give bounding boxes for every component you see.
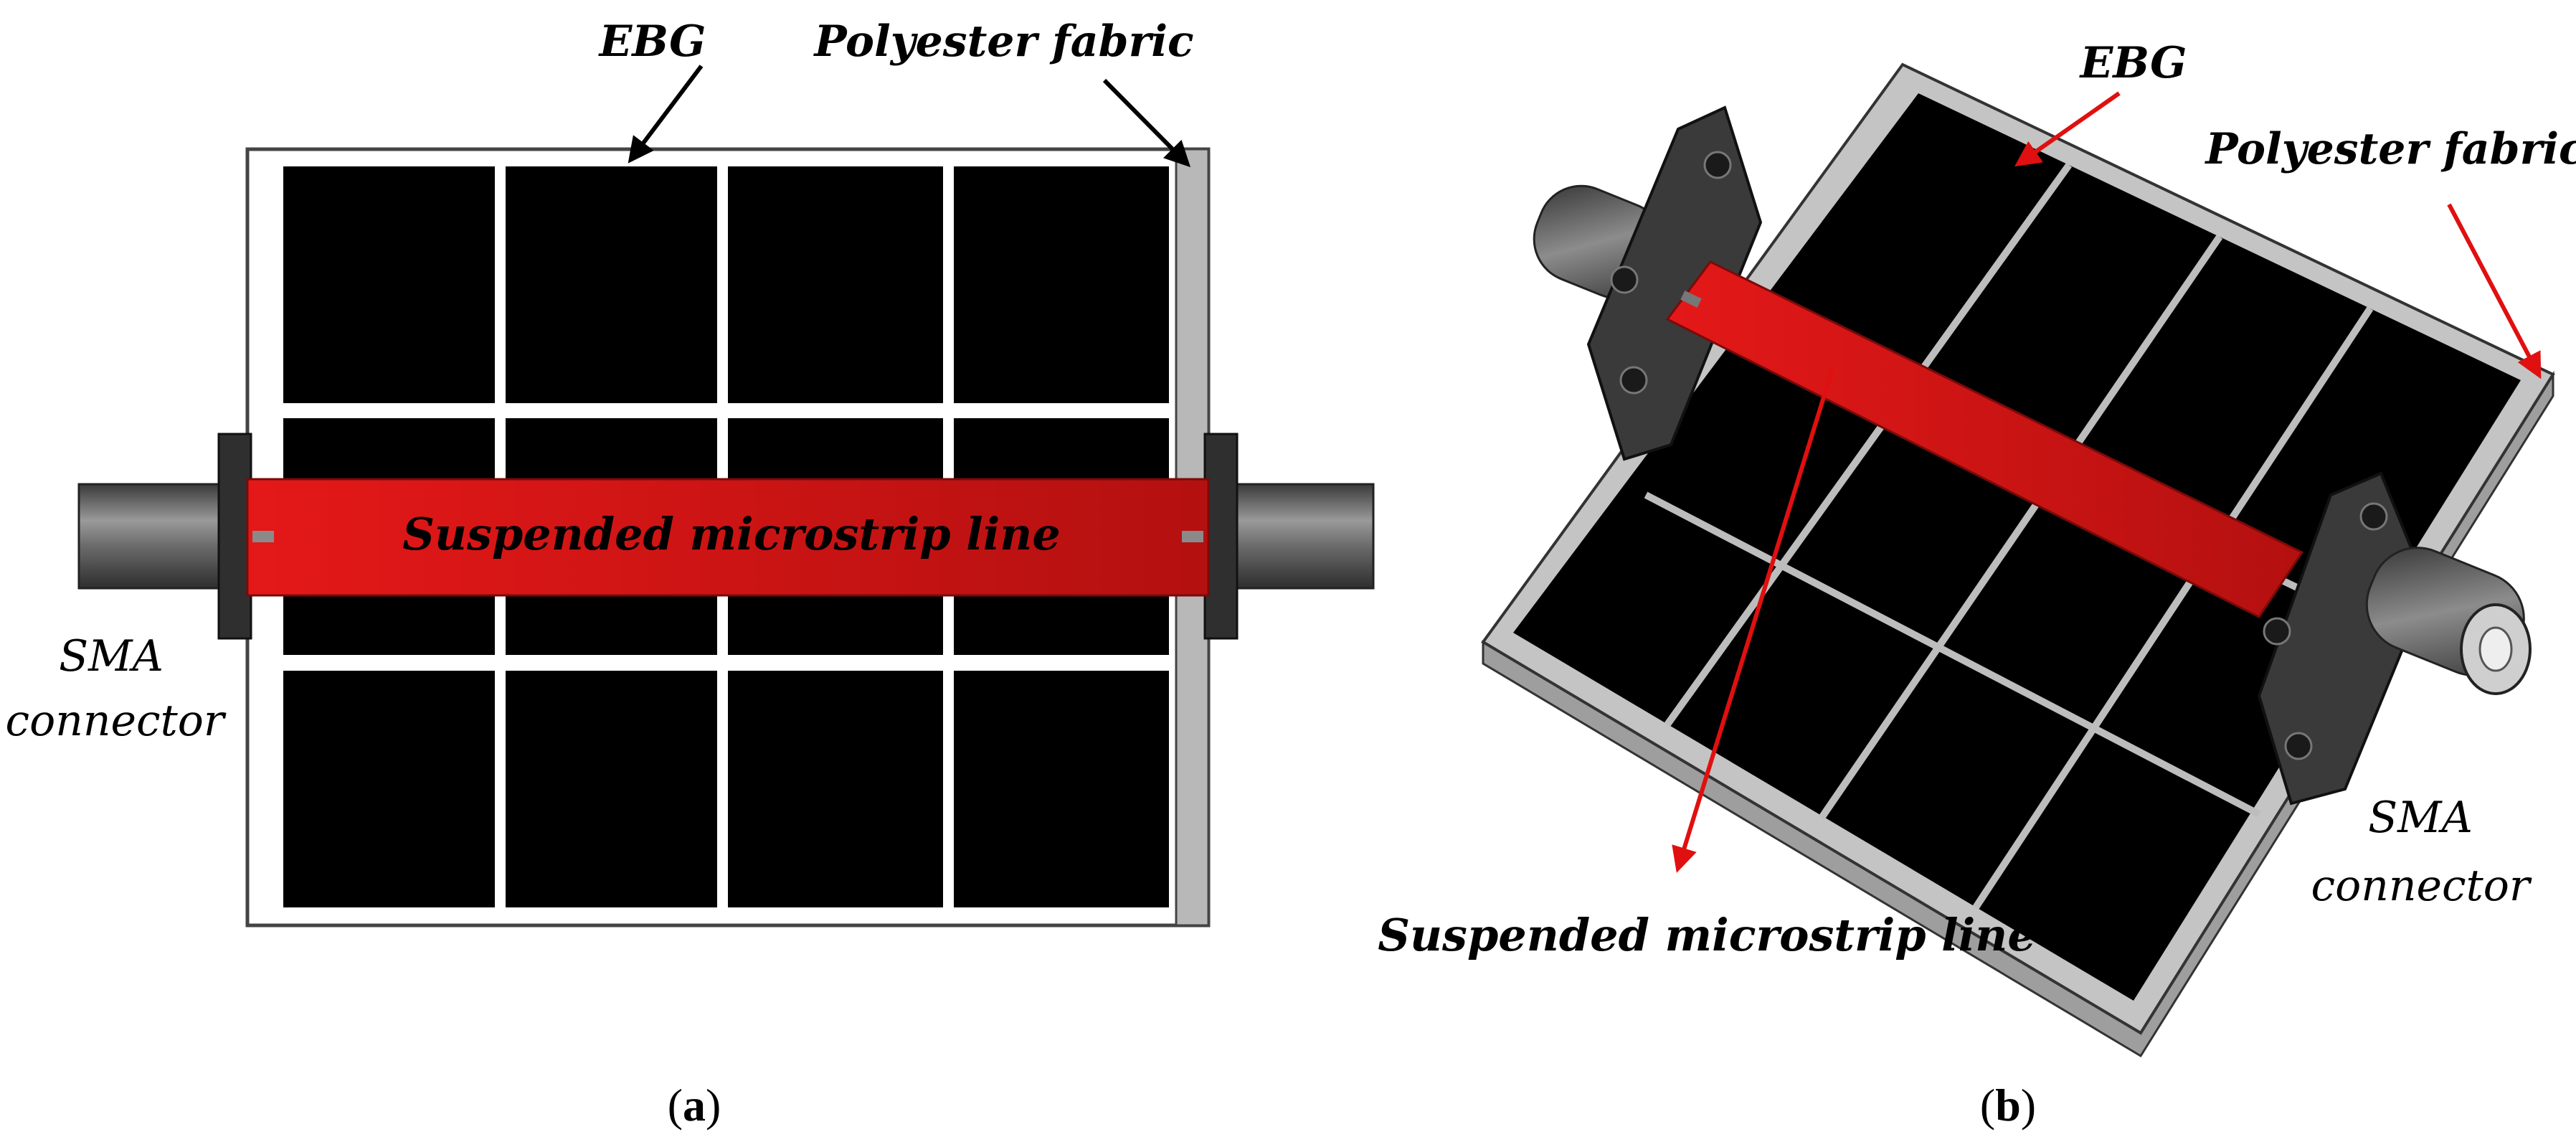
- connector-flange: [2257, 471, 2430, 806]
- ebg-patch: [283, 671, 495, 907]
- flange-hole: [1610, 265, 1639, 294]
- caption-b: (b): [1980, 1080, 2036, 1131]
- panel-a: Suspended microstrip line EBG Polyester …: [5, 16, 1375, 1131]
- strip-slot-left: [252, 531, 274, 542]
- ebg-patch: [506, 671, 717, 907]
- ebg-patch: [954, 671, 1169, 907]
- ebg-patch: [506, 166, 717, 403]
- grid-line: [1644, 491, 2261, 818]
- label-sma-line2: connector: [5, 696, 226, 746]
- panel-b: EBG Polyester fabric Suspended microstri…: [1378, 38, 2576, 1131]
- flange-hole: [2284, 732, 2313, 760]
- label-sma-line1: SMA: [59, 631, 164, 681]
- label-ebg: EBG: [598, 16, 706, 67]
- label-suspended-microstrip-line: Suspended microstrip line: [1378, 909, 2036, 961]
- connector-flange: [217, 433, 252, 640]
- ebg-patch: [283, 166, 495, 403]
- connector-face-inner: [2478, 626, 2513, 672]
- arrow-ebg: [2014, 91, 2121, 167]
- connector-cylinder: [77, 483, 224, 590]
- caption-a: (a): [668, 1080, 721, 1131]
- arrow-polyester-fabric: [2447, 203, 2542, 379]
- label-sma-line1: SMA: [2368, 793, 2473, 843]
- label-ebg: EBG: [2079, 38, 2187, 88]
- label-polyester-fabric: Polyester fabric: [813, 16, 1193, 67]
- sma-connector-left: [77, 433, 277, 640]
- ebg-patch: [728, 166, 943, 403]
- flange-hole: [2359, 502, 2388, 531]
- flange-hole: [2263, 617, 2291, 646]
- suspended-microstrip-line: [1665, 260, 2304, 618]
- label-suspended-microstrip-line: Suspended microstrip line: [402, 508, 1061, 560]
- ebg-patch: [728, 671, 943, 907]
- ebg-grid-lines: [1644, 163, 2390, 910]
- arrow-ebg: [628, 65, 704, 164]
- connector-cylinder: [1232, 483, 1375, 590]
- strip-slot-right: [1182, 531, 1203, 542]
- sma-connector-upper-left: [1533, 105, 1763, 461]
- grid-line: [1664, 163, 2073, 727]
- sma-connector-right: [1179, 433, 1375, 640]
- arrow-suspended-microstrip-line: [1672, 369, 1834, 873]
- ebg-patch-grid: [283, 166, 1169, 907]
- strip-slot: [1680, 291, 1702, 308]
- ebg-patch: [954, 166, 1169, 403]
- flange-hole: [1703, 151, 1732, 179]
- suspended-microstrip-line: [246, 478, 1210, 597]
- grid-line: [1972, 306, 2374, 910]
- sma-connector-lower-right: [2257, 471, 2532, 806]
- label-sma-line2: connector: [2311, 861, 2532, 911]
- flange-hole: [1619, 366, 1648, 395]
- label-polyester-fabric: Polyester fabric: [2204, 124, 2576, 174]
- arrow-polyester-fabric: [1102, 78, 1191, 168]
- grid-line: [1818, 235, 2223, 820]
- connector-flange: [1203, 433, 1239, 640]
